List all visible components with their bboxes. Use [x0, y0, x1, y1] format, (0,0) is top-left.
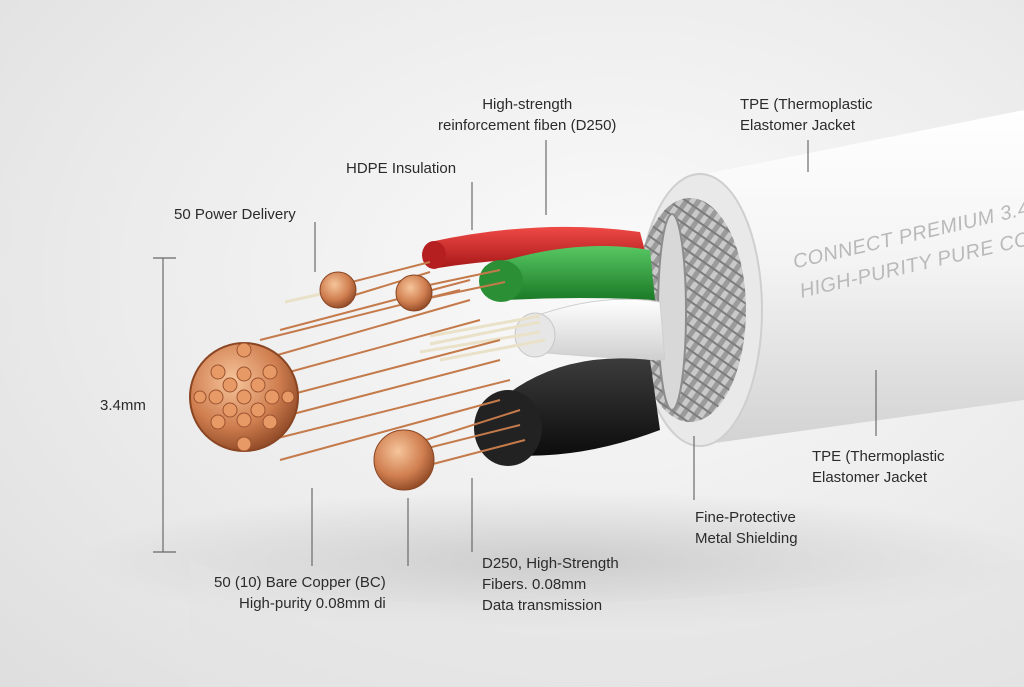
- label-fibers-line-1: D250, High-Strength: [482, 555, 619, 572]
- leader-lines: [153, 140, 877, 566]
- label-reinforcement-fiber: High-strength reinforcement fiben (D250): [438, 94, 616, 136]
- label-fibers-line-3: Data transmission: [482, 597, 603, 614]
- label-jacket-right-line-2: Elastomer Jacket: [812, 469, 928, 486]
- white-conductor: [529, 298, 666, 361]
- small-copper-bundle-2: [395, 274, 433, 312]
- label-metal-shielding: Fine-Protective Metal Shielding: [695, 507, 798, 549]
- green-conductor: [500, 246, 655, 300]
- small-copper-bundle-1: [319, 271, 357, 309]
- label-jacket-top-line-2: Elastomer Jacket: [740, 117, 856, 134]
- main-copper-strands: [259, 279, 511, 461]
- fiber-strands: [284, 290, 546, 362]
- foil-ring: [657, 213, 687, 411]
- label-shielding-line-1: Fine-Protective: [695, 509, 796, 526]
- label-diameter: 3.4mm: [100, 397, 146, 414]
- label-jacket-right: TPE (Thermoplastic Elastomer Jacket: [812, 446, 945, 488]
- right-copper-bundle: [373, 429, 435, 491]
- label-shielding-line-2: Metal Shielding: [695, 530, 798, 547]
- label-reinforcement-line-2: reinforcement fiben (D250): [438, 117, 617, 134]
- label-power-delivery: 50 Power Delivery: [174, 206, 296, 223]
- label-jacket-top: TPE (Thermoplastic Elastomer Jacket: [740, 94, 873, 136]
- label-copper-line-2: High-purity 0.08mm di: [239, 595, 386, 612]
- label-reinforcement-line-1: High-strength: [482, 96, 573, 113]
- label-hdpe-insulation: HDPE Insulation: [346, 160, 457, 177]
- main-copper-wires: [193, 342, 295, 452]
- label-jacket-right-line-1: TPE (Thermoplastic: [812, 448, 945, 465]
- label-copper-line-1: 50 (10) Bare Copper (BC): [214, 574, 386, 591]
- label-jacket-top-line-1: TPE (Thermoplastic: [740, 96, 873, 113]
- reflection: [190, 560, 1024, 687]
- label-bare-copper: 50 (10) Bare Copper (BC) High-purity 0.0…: [214, 572, 386, 614]
- label-fibers: D250, High-Strength Fibers. 0.08mm Data …: [482, 553, 619, 616]
- label-fibers-line-2: Fibers. 0.08mm: [482, 576, 587, 593]
- outer-jacket: [700, 110, 1024, 445]
